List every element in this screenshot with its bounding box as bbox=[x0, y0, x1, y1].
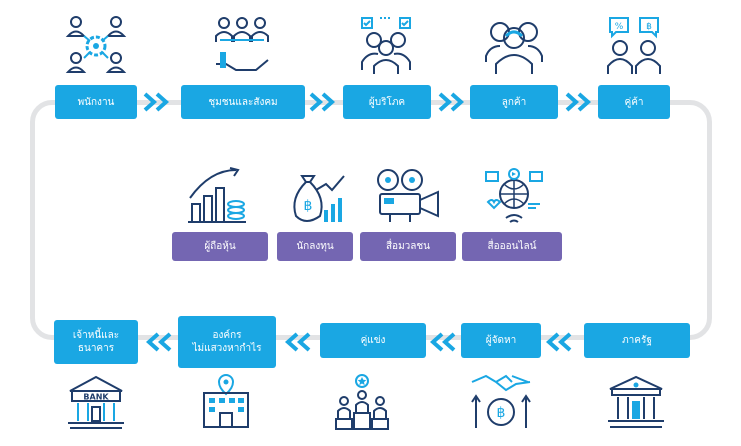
supplier-handshake-icon: ฿ bbox=[471, 374, 531, 428]
chevron-right-icon bbox=[438, 92, 465, 112]
stakeholder-label-line: องค์กร bbox=[212, 330, 242, 341]
stakeholder-box-nonprofit-org: องค์กร ไม่แสวงหากำไร bbox=[178, 316, 276, 368]
stakeholder-label: นักลงทุน bbox=[296, 241, 334, 252]
stakeholder-box-investors: นักลงทุน bbox=[277, 232, 353, 261]
stakeholder-label-line: ภาครัฐ bbox=[622, 335, 652, 346]
stakeholder-box-customers: ลูกค้า bbox=[470, 85, 558, 119]
chevron-left-icon bbox=[145, 332, 172, 352]
cycle-loop-track bbox=[30, 100, 712, 340]
stakeholder-label: พนักงาน bbox=[77, 96, 115, 108]
stakeholder-label: ผู้ถือหุ้น bbox=[204, 241, 236, 252]
stakeholder-label: ลูกค้า bbox=[501, 96, 527, 108]
stakeholder-box-creditors-banks: เจ้าหนี้และ ธนาคาร bbox=[54, 320, 138, 364]
employee-network-icon bbox=[65, 16, 127, 73]
stakeholder-label-line: ไม่แสวงหากำไร bbox=[192, 343, 262, 354]
stakeholder-label: ผู้บริโภค bbox=[368, 96, 406, 108]
svg-text:%: % bbox=[615, 22, 624, 32]
stakeholder-box-shareholders: ผู้ถือหุ้น bbox=[172, 232, 268, 261]
partner-talk-icon: % ฿ bbox=[607, 17, 661, 74]
stakeholder-box-mass-media: สื่อมวลชน bbox=[360, 232, 456, 261]
chevron-left-icon bbox=[429, 332, 456, 352]
money-bag-chart-icon: ฿ bbox=[293, 175, 345, 222]
stakeholder-box-community: ชุมชนและสังคม bbox=[181, 85, 305, 119]
stakeholder-box-government: ภาครัฐ bbox=[584, 323, 690, 358]
chevron-right-icon bbox=[309, 92, 336, 112]
stakeholder-box-consumers: ผู้บริโภค bbox=[343, 85, 431, 119]
svg-text:฿: ฿ bbox=[497, 405, 506, 421]
stakeholder-box-partners: คู่ค้า bbox=[598, 85, 670, 119]
stakeholder-label-line: เจ้าหนี้และ bbox=[72, 330, 120, 341]
chevron-left-icon bbox=[545, 332, 572, 352]
government-building-icon bbox=[608, 375, 664, 428]
film-camera-icon bbox=[377, 169, 439, 222]
stakeholder-label-line: คู่แข่ง bbox=[360, 335, 386, 346]
chevron-right-icon bbox=[565, 92, 592, 112]
stakeholder-label: สื่อออนไลน์ bbox=[487, 241, 537, 252]
bank-icon: BANK bbox=[68, 375, 124, 429]
online-media-icon bbox=[485, 168, 543, 223]
growth-chart-coins-icon bbox=[188, 167, 246, 223]
chevron-left-icon bbox=[284, 332, 311, 352]
stakeholder-box-online-media: สื่อออนไลน์ bbox=[462, 232, 562, 261]
stakeholder-label-line: ธนาคาร bbox=[77, 343, 115, 354]
svg-text:฿: ฿ bbox=[646, 22, 652, 32]
stakeholder-label: ชุมชนและสังคม bbox=[208, 96, 278, 108]
stakeholder-box-competitors: คู่แข่ง bbox=[320, 323, 426, 358]
competitors-podium-icon bbox=[335, 374, 389, 430]
stakeholder-label: สื่อมวลชน bbox=[385, 241, 431, 252]
svg-text:BANK: BANK bbox=[83, 393, 109, 402]
organization-building-icon bbox=[203, 373, 249, 428]
customer-group-icon bbox=[485, 22, 543, 74]
stakeholder-box-suppliers: ผู้จัดหา bbox=[461, 323, 541, 358]
svg-text:฿: ฿ bbox=[304, 198, 313, 214]
community-hand-icon bbox=[215, 17, 269, 71]
consumer-group-icon bbox=[361, 17, 411, 74]
stakeholder-box-employees: พนักงาน bbox=[55, 85, 137, 119]
stakeholder-label: คู่ค้า bbox=[624, 96, 644, 108]
stakeholder-label-line: ผู้จัดหา bbox=[485, 335, 517, 346]
chevron-right-icon bbox=[143, 92, 170, 112]
